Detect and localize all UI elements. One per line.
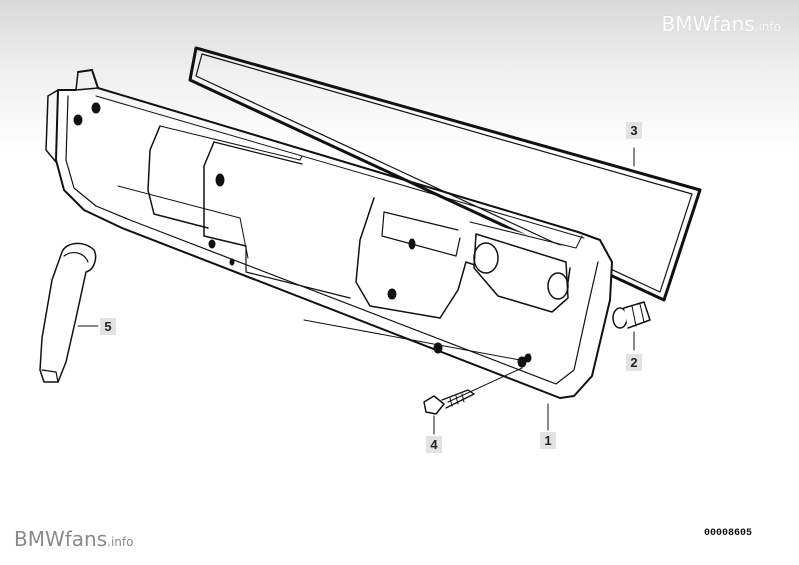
expanding-clip [612,301,651,329]
callout-5[interactable]: 5 [100,318,116,335]
callout-1[interactable]: 1 [540,432,556,449]
seal-frame [188,46,702,302]
watermark-top: BMWfans.info [662,12,781,36]
callout-2[interactable]: 2 [626,354,642,371]
drawing-number: 00008605 [704,528,753,539]
leader-lines [77,147,635,435]
callout-4[interactable]: 4 [426,436,442,453]
callout-3[interactable]: 3 [626,122,642,139]
door-panel [45,69,613,399]
watermark-tld-bottom: .info [107,535,134,549]
watermark-brand: BMWfans [661,12,755,36]
self-tapping-screw [423,389,475,415]
watermark-bottom: BMWfans.info [14,527,133,551]
watermark-brand-bottom: BMWfans [14,527,108,551]
watermark-tld: .info [754,20,781,34]
pull-handle [39,242,97,383]
